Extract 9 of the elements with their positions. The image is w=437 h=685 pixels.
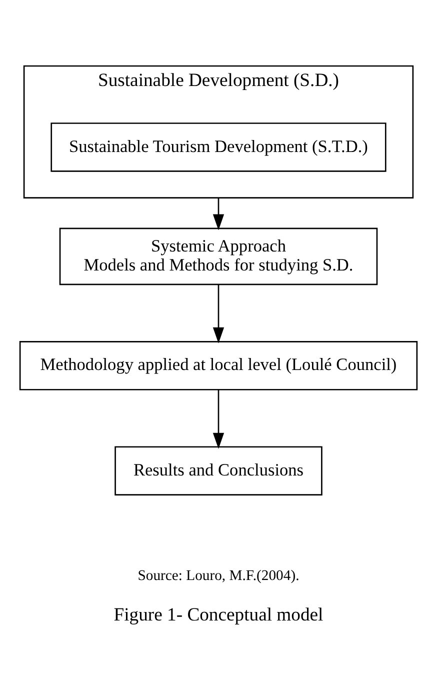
- arrow: [212, 284, 224, 343]
- caption: Figure 1- Conceptual model: [114, 604, 324, 625]
- label: Source: Louro, M.F.(2004).: [138, 567, 300, 584]
- node-box: Results and Conclusions: [114, 446, 322, 495]
- node-box: Sustainable Tourism Development (S.T.D.): [50, 122, 386, 172]
- node-box: Systemic Approach Models and Methods for studying S.D.: [59, 227, 378, 285]
- arrow: [212, 197, 224, 230]
- arrow: [212, 389, 224, 448]
- node-box: Methodology applied at local level (Loulé Council): [19, 340, 418, 390]
